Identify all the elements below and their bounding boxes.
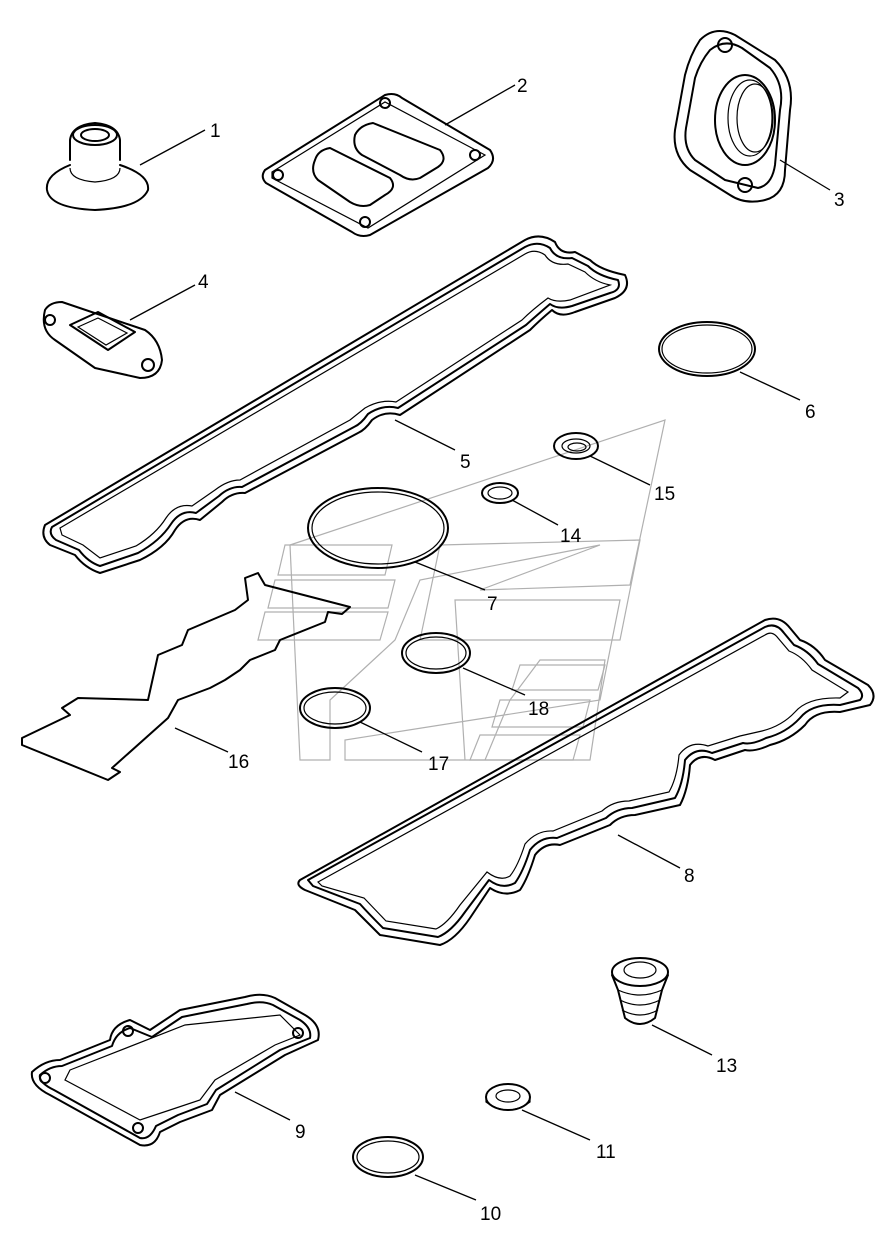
part-16-sheet-gasket <box>21 572 351 781</box>
label-10: 10 <box>480 1204 501 1225</box>
part-15-washer <box>553 432 599 460</box>
part-13-plug <box>611 957 669 1025</box>
part-11-washer <box>485 1083 531 1111</box>
label-17: 17 <box>428 754 449 775</box>
label-3: 3 <box>834 190 845 211</box>
leader-1 <box>139 129 206 166</box>
leader-4 <box>129 284 196 321</box>
leader-5 <box>394 419 456 451</box>
label-15: 15 <box>654 484 675 505</box>
part-17-o-ring <box>299 687 371 729</box>
leader-14 <box>511 499 559 526</box>
label-2: 2 <box>517 76 528 97</box>
leader-11 <box>521 1109 591 1141</box>
part-10-o-ring <box>352 1136 424 1178</box>
part-18-o-ring <box>401 632 471 674</box>
leader-3 <box>779 159 831 191</box>
leader-6 <box>739 371 801 401</box>
label-8: 8 <box>684 866 695 887</box>
leader-16 <box>174 727 229 753</box>
leader-10 <box>414 1174 477 1201</box>
part-4-rect-gasket <box>42 301 163 379</box>
label-13: 13 <box>716 1056 737 1077</box>
label-9: 9 <box>295 1122 306 1143</box>
leader-9 <box>234 1091 291 1121</box>
leader-2 <box>444 84 516 126</box>
watermark-logo <box>257 419 666 761</box>
leader-15 <box>589 455 651 486</box>
leader-13 <box>651 1024 713 1056</box>
leader-8 <box>617 834 681 869</box>
label-7: 7 <box>487 594 498 615</box>
label-16: 16 <box>228 752 249 773</box>
label-4: 4 <box>198 272 209 293</box>
part-9-cover-gasket <box>30 993 320 1147</box>
part-8-cover-gasket <box>297 617 875 946</box>
leader-18 <box>462 667 526 696</box>
leader-17 <box>359 721 423 753</box>
leader-7 <box>414 561 486 591</box>
part-6-o-ring <box>658 321 756 377</box>
part-2-flange-gasket <box>261 93 494 237</box>
part-14-small-washer <box>481 482 519 504</box>
label-14: 14 <box>560 526 582 547</box>
label-18: 18 <box>528 699 549 720</box>
part-7-large-o-ring <box>307 487 449 569</box>
label-11: 11 <box>596 1142 616 1163</box>
label-6: 6 <box>805 402 816 423</box>
label-5: 5 <box>460 452 471 473</box>
part-5-long-cover-gasket <box>42 235 628 574</box>
label-1: 1 <box>210 121 221 142</box>
part-3-threaded-flange <box>673 30 792 203</box>
part-1-valve-seal <box>45 122 150 211</box>
